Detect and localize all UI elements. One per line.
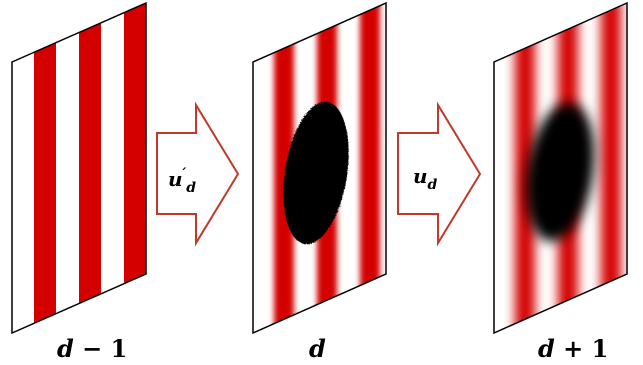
frame-label-next: d + 1	[538, 334, 608, 363]
stripe	[79, 3, 101, 333]
frame-label-curr: d	[309, 334, 326, 363]
stripe	[515, 3, 535, 333]
arrow-1-prime: ′	[183, 166, 187, 182]
frame-border	[493, 1, 628, 335]
frame-curr	[252, 1, 387, 335]
object-ellipse	[283, 101, 349, 245]
arrow-1: u′d	[156, 101, 240, 247]
frame-next	[493, 1, 628, 335]
svg-text:u′d: u′d	[168, 166, 196, 196]
svg-text:ud: ud	[413, 164, 438, 193]
arrow-1-main: u	[168, 167, 183, 191]
stripe	[124, 3, 146, 333]
frame-label-prev: d − 1	[57, 334, 127, 363]
arrow-2-main: u	[413, 164, 428, 188]
object-ellipse	[525, 102, 595, 242]
stripe	[274, 3, 294, 333]
arrow-shape	[397, 101, 482, 247]
arrow-1-sub: d	[186, 180, 196, 196]
frame-border	[11, 1, 147, 335]
stripes-next	[515, 3, 621, 333]
frame-border	[252, 1, 387, 335]
stripes-prev	[34, 3, 146, 333]
stripe	[34, 3, 56, 333]
frame-prev	[11, 1, 147, 335]
arrow-2-sub: d	[428, 177, 438, 193]
arrow-shape	[156, 101, 240, 247]
arrow-2: ud	[397, 101, 482, 247]
stripe	[601, 3, 621, 333]
stripe	[360, 3, 380, 333]
